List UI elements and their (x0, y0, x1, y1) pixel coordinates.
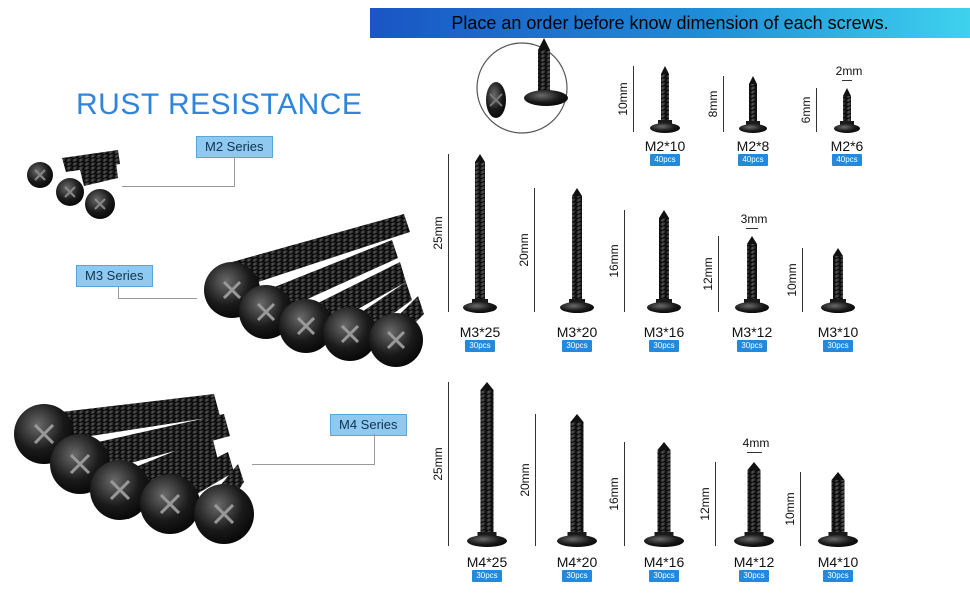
length-line-m3-10 (802, 248, 803, 312)
length-line-m4-20 (535, 414, 536, 546)
length-line-m2-8 (723, 76, 724, 132)
screw-m4-12 (734, 462, 774, 547)
length-line-m4-12 (715, 462, 716, 546)
leader-line-m4 (252, 434, 375, 465)
size-label-m3-12: M3*12 (731, 324, 773, 340)
size-label-m3-16: M3*16 (643, 324, 685, 340)
qty-badge-m4-16: 30pcs (649, 570, 679, 582)
qty-badge-m2-6: 40pcs (832, 154, 862, 166)
length-line-m3-16 (624, 210, 625, 312)
leader-line-m3 (118, 287, 197, 299)
screw-m3-20 (560, 188, 594, 313)
screw-m3-12 (735, 236, 769, 313)
length-label-m4-25: 25mm (431, 447, 445, 481)
length-label-m4-12: 12mm (698, 487, 712, 521)
diameter-line-m4-12 (746, 452, 762, 453)
size-label-m3-20: M3*20 (556, 324, 598, 340)
size-label-m4-25: M4*25 (466, 554, 508, 570)
banner: Place an order before know dimension of … (370, 8, 970, 38)
detail-circle (476, 38, 568, 134)
diameter-line-m2-6 (842, 80, 852, 81)
length-label-m4-20: 20mm (518, 463, 532, 497)
screw-m2-8 (739, 76, 767, 133)
length-label-m3-10: 10mm (785, 263, 799, 297)
qty-badge-m4-20: 30pcs (562, 570, 592, 582)
length-line-m2-6 (816, 88, 817, 132)
length-label-m2-6: 6mm (799, 96, 813, 124)
series-tag-m2: M2 Series (196, 136, 273, 158)
length-line-m3-20 (534, 188, 535, 312)
size-label-m4-10: M4*10 (817, 554, 859, 570)
cluster-m3 (204, 214, 424, 367)
length-line-m4-25 (448, 382, 449, 546)
size-label-m4-20: M4*20 (556, 554, 598, 570)
qty-badge-m3-12: 30pcs (737, 340, 767, 352)
length-line-m4-10 (800, 472, 801, 546)
screw-m4-16 (644, 442, 684, 547)
length-label-m2-10: 10mm (616, 82, 630, 116)
series-tag-m4: M4 Series (330, 414, 407, 436)
diameter-label-m2-6: 2mm (835, 64, 863, 78)
screw-m2-10 (650, 66, 680, 133)
screw-m4-10 (818, 472, 858, 547)
qty-badge-m4-25: 30pcs (472, 570, 502, 582)
length-label-m4-16: 16mm (607, 477, 621, 511)
size-label-m3-25: M3*25 (459, 324, 501, 340)
cluster-m2 (27, 150, 120, 219)
qty-badge-m3-10: 30pcs (823, 340, 853, 352)
screw-m4-25 (467, 382, 507, 547)
size-label-m2-10: M2*10 (644, 138, 686, 154)
headline: RUST RESISTANCE (76, 88, 363, 121)
size-label-m4-12: M4*12 (733, 554, 775, 570)
diameter-label-m4-12: 4mm (742, 436, 770, 450)
length-label-m3-25: 25mm (431, 216, 445, 250)
screw-m3-25 (463, 154, 497, 313)
qty-badge-m3-20: 30pcs (562, 340, 592, 352)
size-label-m2-8: M2*8 (736, 138, 770, 154)
length-line-m3-12 (718, 236, 719, 312)
size-label-m3-10: M3*10 (817, 324, 859, 340)
screw-m2-6 (834, 88, 860, 133)
screw-m4-20 (557, 414, 597, 547)
length-label-m3-20: 20mm (517, 233, 531, 267)
qty-badge-m2-8: 40pcs (738, 154, 768, 166)
size-label-m4-16: M4*16 (643, 554, 685, 570)
qty-badge-m4-10: 30pcs (823, 570, 853, 582)
qty-badge-m3-16: 30pcs (649, 340, 679, 352)
qty-badge-m2-10: 40pcs (650, 154, 680, 166)
screw-grid (463, 66, 860, 547)
leader-line-m2 (122, 158, 235, 187)
length-label-m4-10: 10mm (783, 492, 797, 526)
screw-m3-10 (821, 248, 855, 313)
screw-m3-16 (647, 210, 681, 313)
series-tag-m3: M3 Series (76, 265, 153, 287)
diameter-label-m3-12: 3mm (740, 212, 768, 226)
size-label-m2-6: M2*6 (830, 138, 864, 154)
length-line-m2-10 (633, 66, 634, 132)
length-line-m3-25 (448, 154, 449, 312)
diameter-line-m3-12 (746, 228, 758, 229)
length-label-m3-16: 16mm (607, 244, 621, 278)
qty-badge-m3-25: 30pcs (465, 340, 495, 352)
length-label-m3-12: 12mm (701, 257, 715, 291)
length-line-m4-16 (624, 442, 625, 546)
qty-badge-m4-12: 30pcs (739, 570, 769, 582)
cluster-m4 (14, 394, 254, 544)
length-label-m2-8: 8mm (706, 90, 720, 118)
